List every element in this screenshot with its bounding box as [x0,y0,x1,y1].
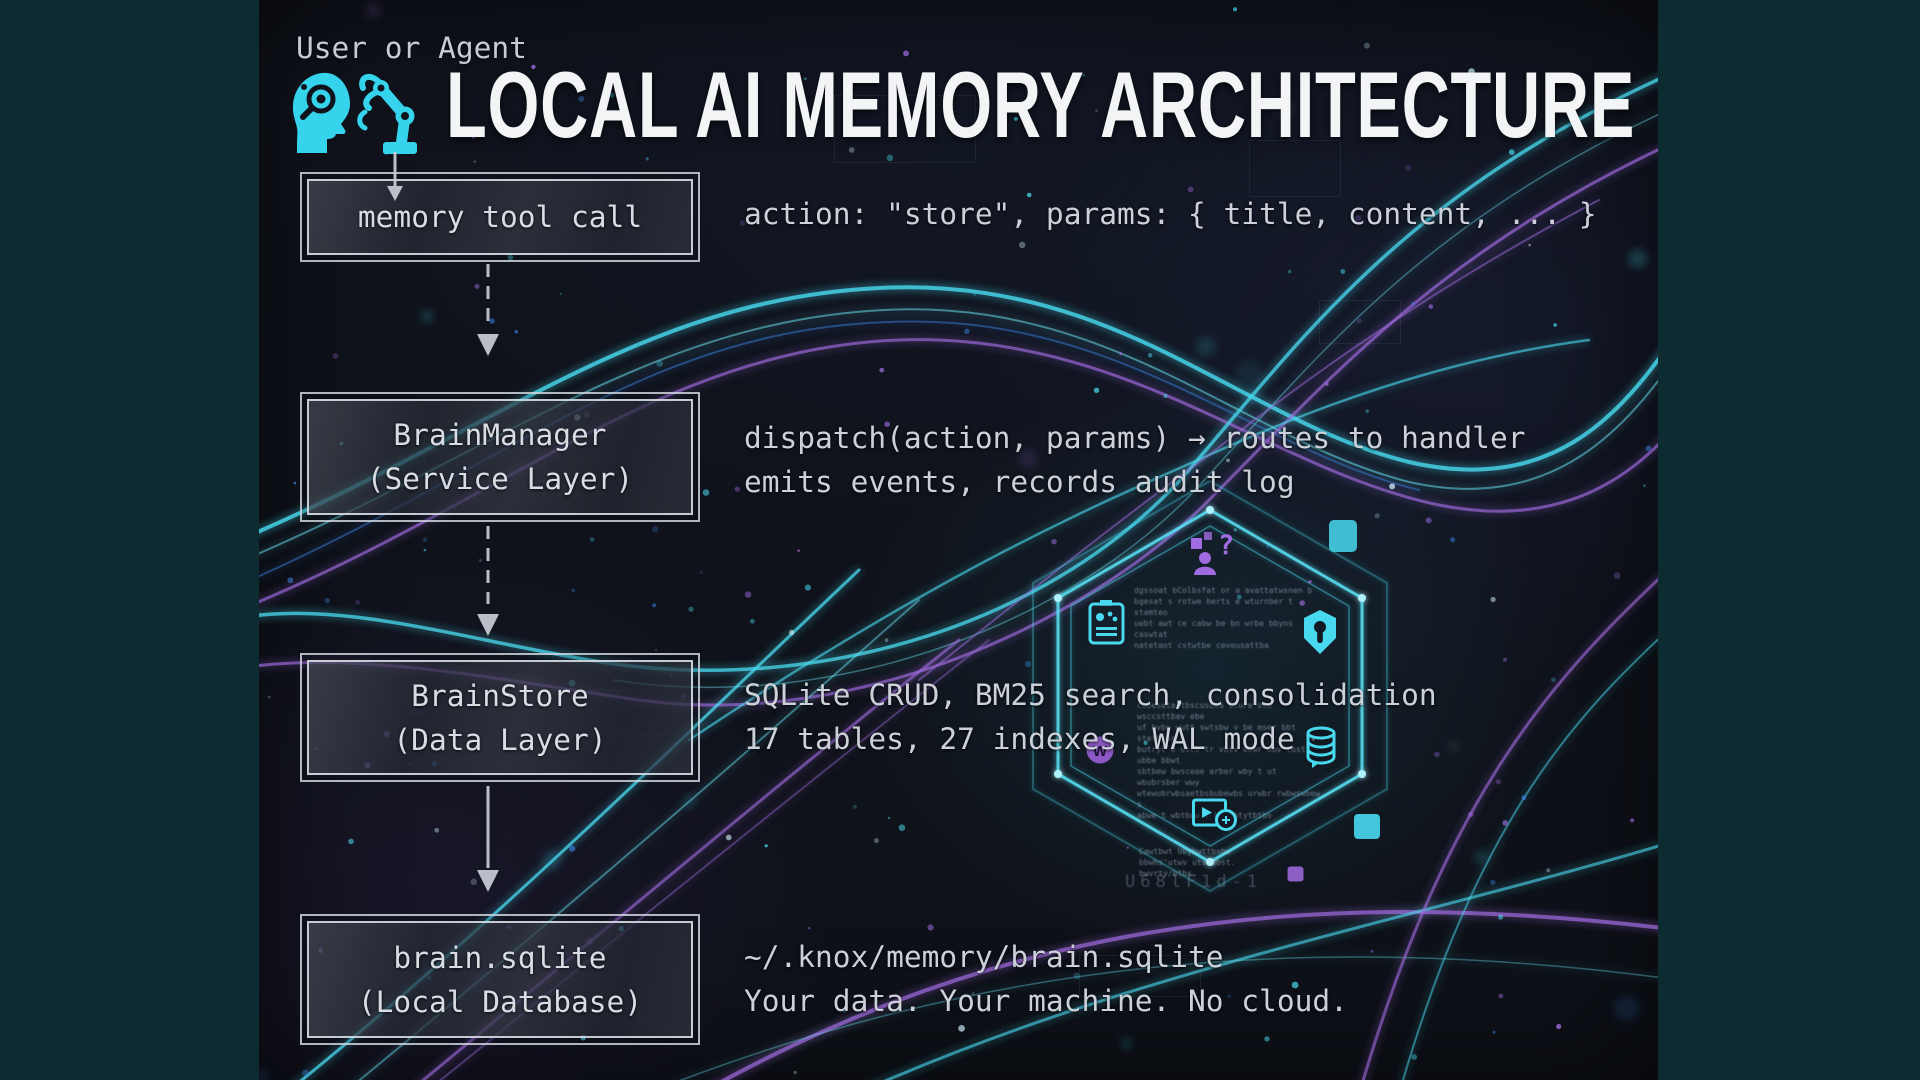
annotation-line: emits events, records audit log [744,465,1295,499]
annotation-line: ~/.knox/memory/brain.sqlite [744,940,1224,974]
box-label: BrainStore [411,678,589,713]
flow-box-brain-store: BrainStore (Data Layer) [300,653,700,782]
annotation-line: action: "store", params: { title, conten… [744,197,1597,231]
image-search-icon [1192,798,1237,831]
hexagon-fine-print-3: Cawtbwt Ubybwttbsbw bbwhs'utwv utsfdbst.… [1139,847,1236,878]
svg-text:?: ? [1218,531,1234,561]
annotation-line: dispatch(action, params) → routes to han… [744,421,1526,455]
eyebrow-label: User or Agent [296,31,527,65]
circuit-trace [1249,140,1341,197]
badge-icon: W [1086,736,1114,764]
annotation-brain-manager: dispatch(action, params) → routes to han… [744,416,1525,504]
annotation-line: SQLite CRUD, BM25 search, consolidation [744,678,1437,712]
flow-box-brain-sqlite: brain.sqlite (Local Database) [300,914,700,1045]
box-label: BrainManager [393,418,607,452]
page-title: LOCAL AI MEMORY ARCHITECTURE [446,52,1636,157]
box-sublabel: (Service Layer) [366,462,634,496]
flow-box-memory-tool-call: memory tool call [300,172,700,262]
keyhole-shield-icon [1304,610,1336,654]
circuit-trace [834,95,976,163]
circuit-trace [1319,300,1401,344]
box-label: memory tool call [357,200,643,234]
box-label: brain.sqlite [393,940,607,975]
annotation-line: Your data. Your machine. No cloud. [744,984,1348,1018]
head-magnifier-icon [292,72,350,153]
annotation-brain-store: SQLite CRUD, BM25 search, consolidation … [744,673,1437,761]
hexagon-fine-print-1: dgssoat bColbsfat or a avattatwsnen b bg… [1134,586,1313,650]
node-square-small-icon [1287,866,1304,882]
node-square-icon [1354,814,1380,839]
annotation-line: 17 tables, 27 indexes, WAL mode [744,722,1295,756]
chip-square-icon [1329,520,1357,552]
id-card-icon [1088,600,1125,645]
database-icon [1306,726,1336,768]
flow-box-brain-manager: BrainManager (Service Layer) [300,392,700,522]
svg-text:W: W [1093,743,1108,760]
annotation-brain-sqlite: ~/.knox/memory/brain.sqlite Your data. Y… [744,935,1348,1023]
annotation-memory-tool-call: action: "store", params: { title, conten… [744,196,1597,232]
glitch-text: U68lF1d-1 [1125,872,1263,892]
box-sublabel: (Local Database) [357,984,643,1019]
hexagon-fine-print-2: cubesata tbscusbea ature ocu wsccsttbav … [1137,701,1321,820]
box-sublabel: (Data Layer) [393,722,607,757]
diagram-canvas: dgssoat bColbsfat or a avattatwsnen b bg… [259,0,1658,1080]
robot-arm-icon [357,73,417,154]
users-question-icon: ? [1191,531,1234,575]
circuit-trace [1079,955,1201,997]
